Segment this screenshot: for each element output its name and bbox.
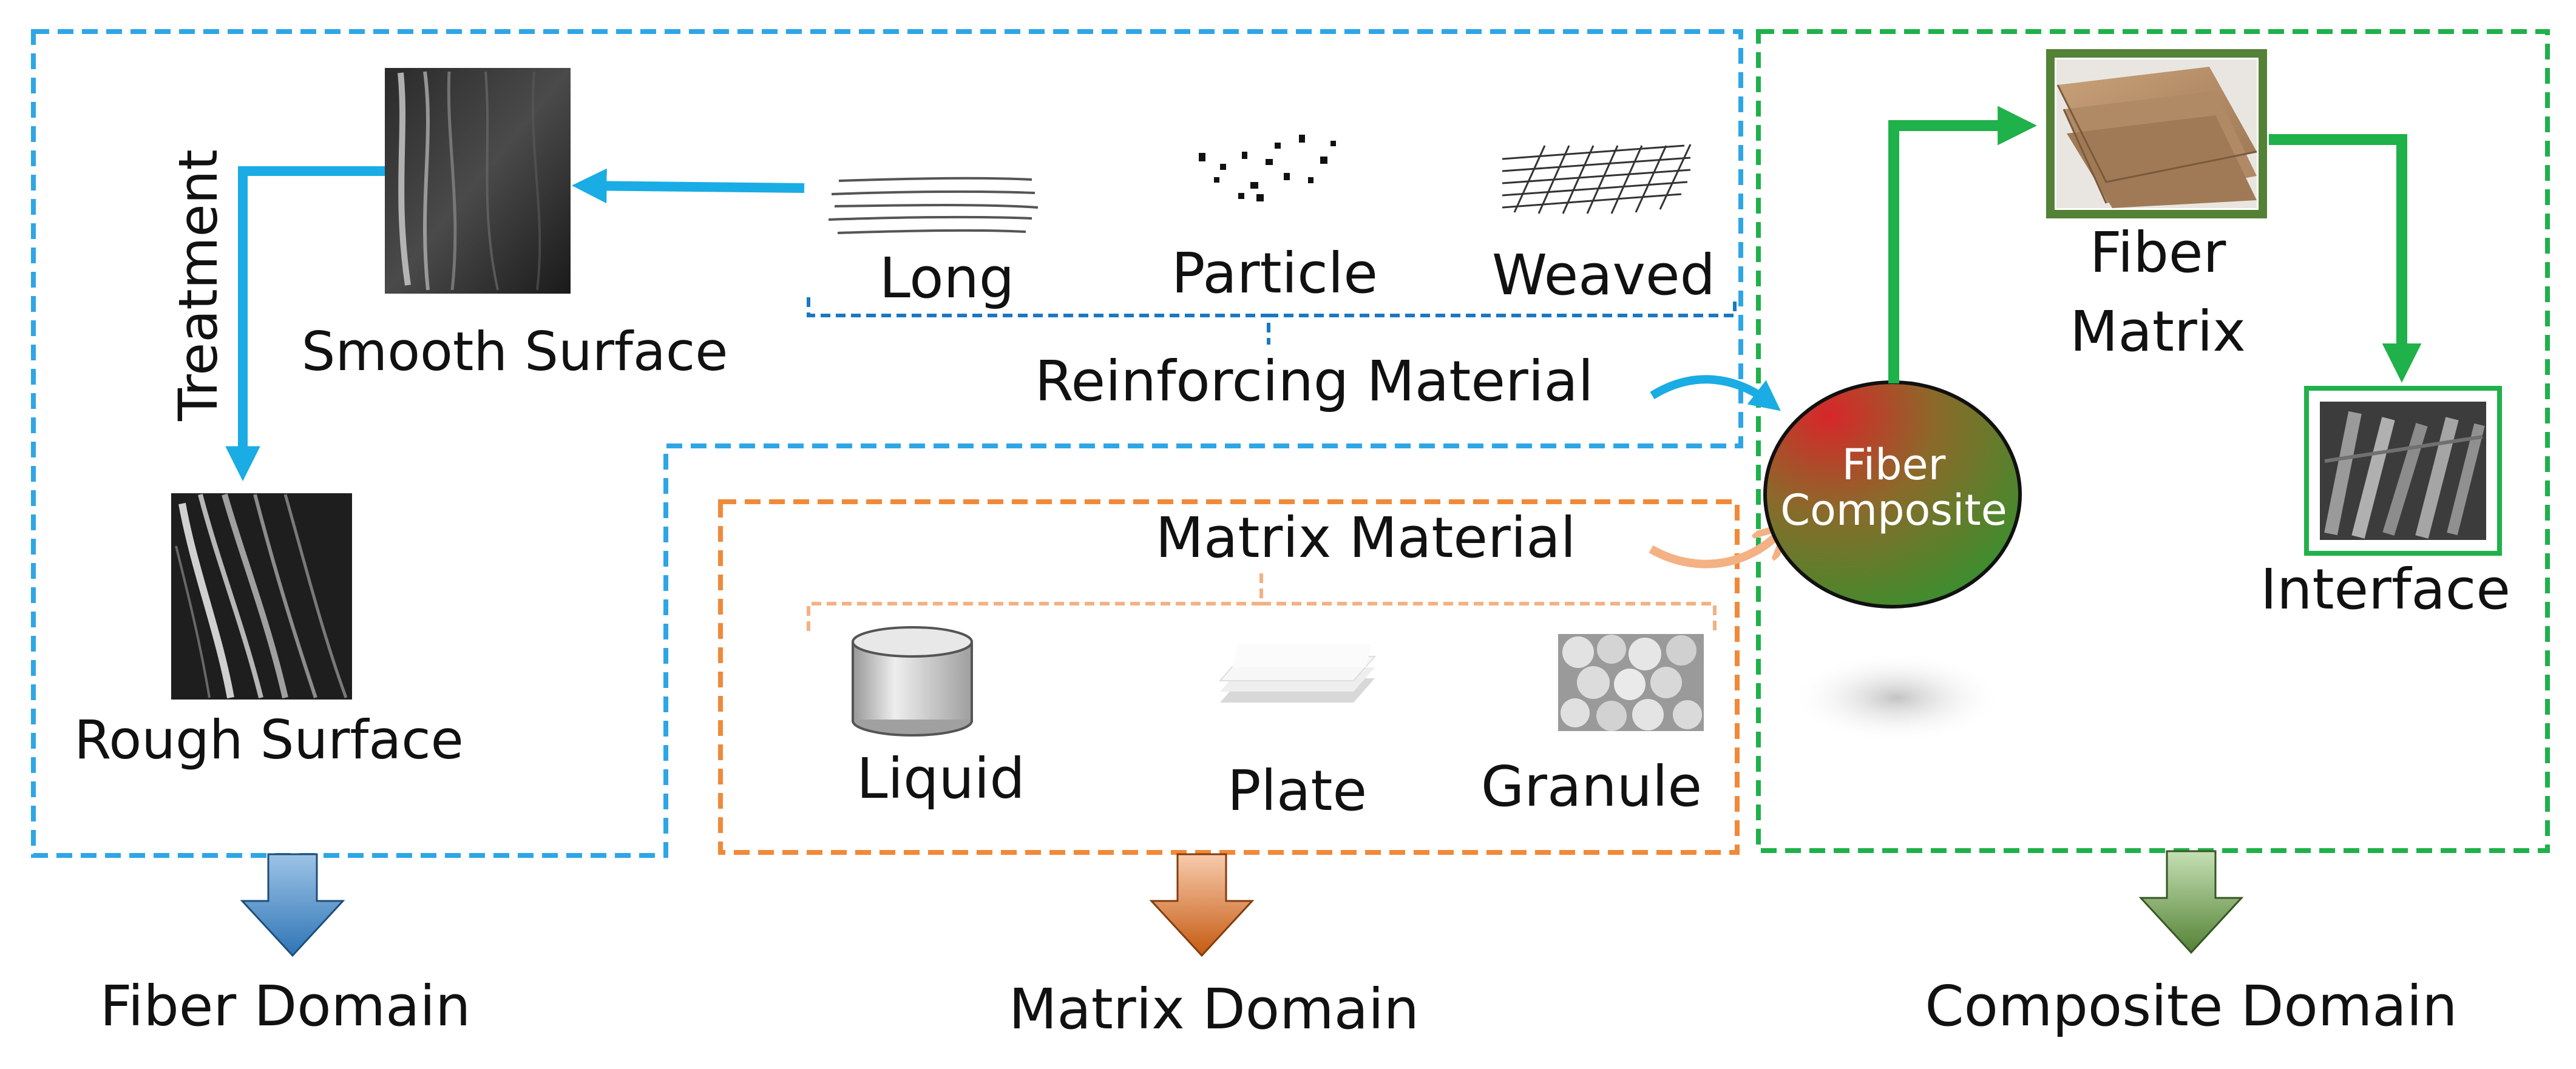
wood-board-icon xyxy=(2046,49,2267,218)
interface-sem-image xyxy=(2304,386,2502,556)
matrix-domain-label: Matrix Domain xyxy=(1009,977,1419,1042)
composite-to-fiber-matrix-arrow xyxy=(1888,106,2037,383)
reinforcing-type-long: Long xyxy=(880,246,1015,311)
reinforcing-type-weaved: Weaved xyxy=(1492,243,1715,308)
reinforcing-to-smooth-arrow xyxy=(571,168,805,204)
smooth-surface-sem-image xyxy=(385,68,571,294)
smooth-surface-label: Smooth Surface xyxy=(302,320,728,383)
matrix-to-composite-arrow xyxy=(1649,537,1775,568)
reinforcing-type-particle: Particle xyxy=(1171,241,1378,306)
matrix-type-granule: Granule xyxy=(1481,754,1702,819)
matrix-domain-border xyxy=(718,499,1740,855)
fiber-matrix-label-line2: Matrix xyxy=(2070,299,2246,364)
fiber-domain-border xyxy=(31,29,1743,858)
composite-domain-border xyxy=(1756,29,2550,853)
composite-domain-down-arrow-icon xyxy=(2138,850,2244,954)
composite-domain-label: Composite Domain xyxy=(1925,974,2457,1039)
matrix-type-liquid: Liquid xyxy=(856,746,1025,811)
fiber-domain-label: Fiber Domain xyxy=(100,974,471,1039)
matrix-material-label: Matrix Material xyxy=(1156,505,1576,570)
long-fibers-icon xyxy=(828,177,1039,234)
matrix-type-plate: Plate xyxy=(1227,758,1367,823)
interface-label: Interface xyxy=(2260,557,2510,622)
matrix-domain-down-arrow-icon xyxy=(1149,853,1255,957)
reinforcing-brace xyxy=(807,297,1737,345)
fiber-domain-down-arrow-icon xyxy=(240,853,345,957)
matrix-brace xyxy=(807,572,1717,631)
treatment-arrow xyxy=(225,166,385,482)
rough-surface-sem-image xyxy=(171,493,352,700)
fiber-composite-label-line1: Fiber xyxy=(1842,440,1946,490)
particles-icon xyxy=(1199,135,1336,201)
reinforcing-material-label: Reinforcing Material xyxy=(1035,349,1594,414)
treatment-label: Treatment xyxy=(167,149,229,422)
composite-shadow xyxy=(1791,652,2003,743)
fiber-composite-label-line2: Composite xyxy=(1780,485,2007,535)
granules-icon xyxy=(1558,634,1704,731)
plates-icon xyxy=(1218,644,1377,703)
reinforcing-to-composite-arrow xyxy=(1650,375,1781,411)
fiber-matrix-to-interface-arrow xyxy=(2269,134,2422,383)
fiber-matrix-label-line1: Fiber xyxy=(2090,220,2226,285)
weave-icon xyxy=(1502,144,1692,214)
rough-surface-label: Rough Surface xyxy=(74,709,464,771)
cylinder-icon xyxy=(852,626,973,737)
